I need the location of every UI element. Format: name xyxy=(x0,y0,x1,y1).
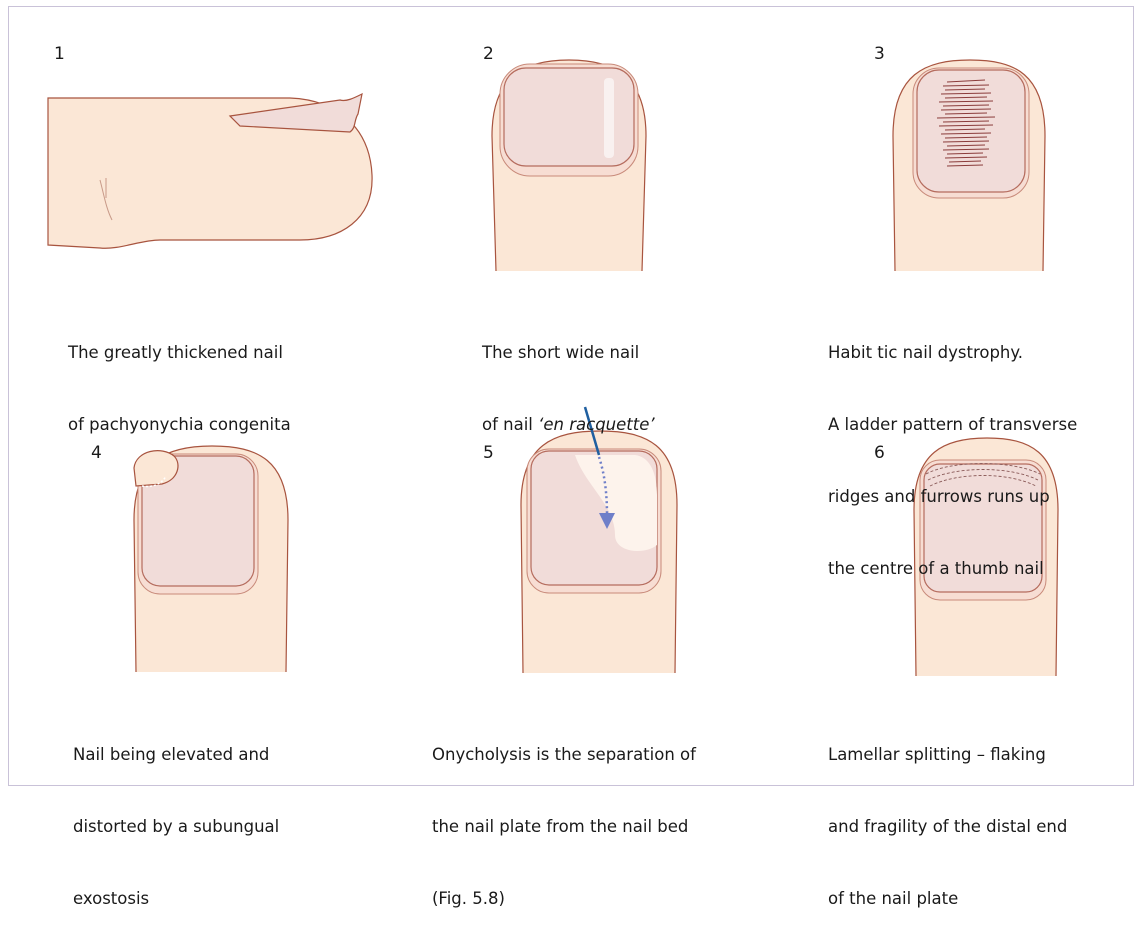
caption-5: Onycholysis is the separation of the nai… xyxy=(432,695,696,935)
habit-tic-nail-illustration xyxy=(885,56,1055,276)
racquet-nail-illustration xyxy=(474,56,664,276)
caption-6-line-2: and fragility of the distal end xyxy=(828,815,1067,839)
caption-5-line-2: the nail plate from the nail bed xyxy=(432,815,696,839)
caption-4: Nail being elevated and distorted by a s… xyxy=(73,695,279,935)
caption-5-line-1: Onycholysis is the separation of xyxy=(432,743,696,767)
panel-1-number: 1 xyxy=(54,44,65,64)
caption-6: Lamellar splitting – flaking and fragili… xyxy=(828,695,1067,935)
caption-3-line-3: ridges and furrows runs up xyxy=(828,485,1077,509)
exostosis-nail-illustration xyxy=(122,440,302,680)
caption-4-line-2: distorted by a subungual xyxy=(73,815,279,839)
caption-2-prefix: of nail xyxy=(482,415,538,434)
caption-5-line-3: (Fig. 5.8) xyxy=(432,887,696,911)
caption-3-line-1: Habit tic nail dystrophy. xyxy=(828,341,1077,365)
panel-3-number: 3 xyxy=(874,44,885,64)
caption-3-line-4: the centre of a thumb nail xyxy=(828,557,1077,581)
caption-1: The greatly thickened nail of pachyonych… xyxy=(68,293,291,461)
caption-4-line-1: Nail being elevated and xyxy=(73,743,279,767)
caption-4-line-3: exostosis xyxy=(73,887,279,911)
ladder-nail xyxy=(917,70,1025,192)
caption-3: Habit tic nail dystrophy. A ladder patte… xyxy=(828,293,1077,605)
caption-1-line-2: of pachyonychia congenita xyxy=(68,413,291,437)
pachyonychia-finger-illustration xyxy=(40,80,380,260)
short-wide-nail xyxy=(504,68,634,166)
caption-6-line-3: of the nail plate xyxy=(828,887,1067,911)
caption-6-line-1: Lamellar splitting – flaking xyxy=(828,743,1067,767)
caption-2: The short wide nail of nail ‘en racquett… xyxy=(482,293,655,461)
caption-2-italic: ‘en racquette’ xyxy=(538,415,654,434)
caption-2-line-1: The short wide nail xyxy=(482,341,655,365)
caption-3-line-2: A ladder pattern of transverse xyxy=(828,413,1077,437)
caption-2-line-2: of nail ‘en racquette’ xyxy=(482,413,655,437)
caption-1-line-1: The greatly thickened nail xyxy=(68,341,291,365)
